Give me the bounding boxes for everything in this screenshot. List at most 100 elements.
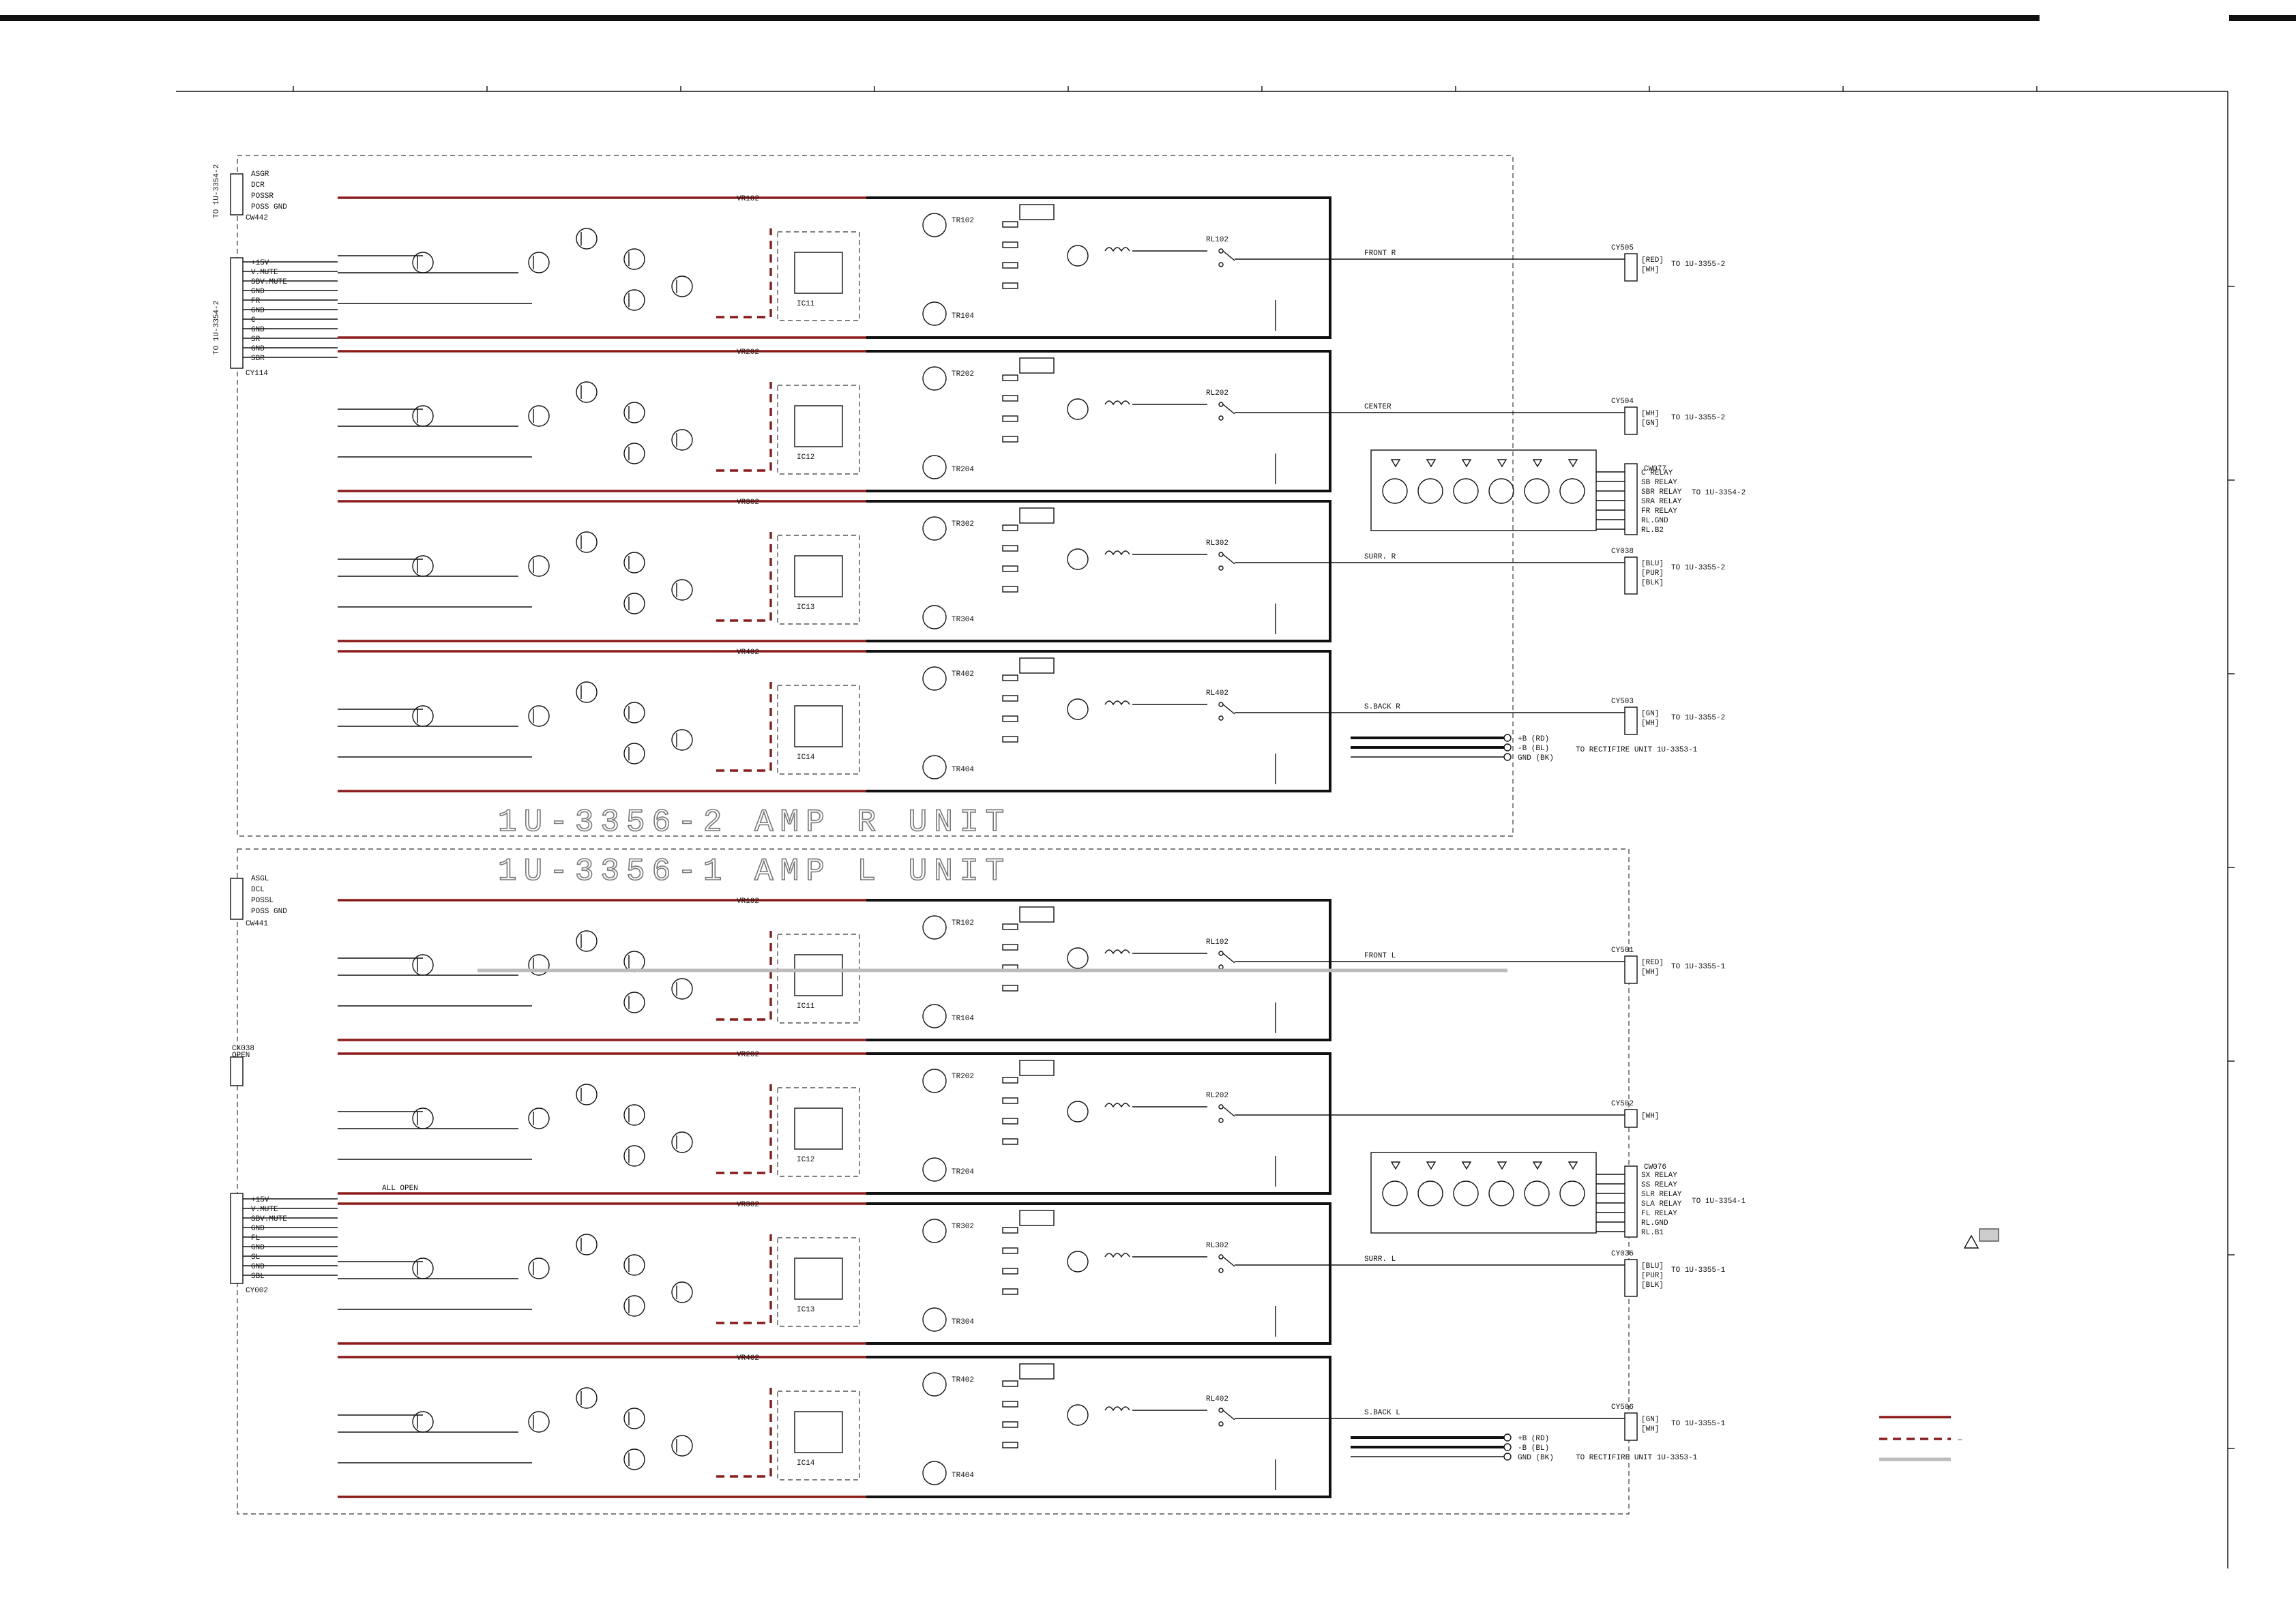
supply-rail-dashed [716,228,772,318]
pin-label: ASGR [251,170,269,179]
relay-driver-transistor [1488,1180,1514,1206]
transistor-symbol [528,1258,550,1279]
transistor-symbol [412,252,434,273]
svg-text:+B (RD): +B (RD) [1518,735,1549,743]
resistor [1002,1097,1018,1104]
transistor-symbol [623,1254,645,1276]
transistor-symbol [623,702,645,724]
transistor-symbol [528,252,550,273]
pin-label: GND [251,1263,265,1271]
transistor-symbol [671,276,693,297]
relay-driver-transistor [1453,478,1479,504]
amp-l-cx-connector: CX038 OPEN [230,1045,254,1086]
ic-block [777,1237,860,1327]
svg-text:CW076: CW076 [1644,1163,1666,1172]
transistor-symbol [528,405,550,427]
transistor-symbol [671,1281,693,1303]
resistor [1002,565,1018,572]
channel-name: FRONT R [1364,250,1396,258]
pin-label: [RED] [1641,256,1664,265]
ic-label: IC11 [797,300,815,308]
diode-icon [1497,1161,1507,1170]
svg-text:GND (BK): GND (BK) [1518,1454,1554,1462]
output-transistor [922,1004,947,1028]
resistor [1002,1380,1018,1387]
relay-contact [1218,248,1224,254]
ic-block [777,1087,860,1177]
pin-label: [BLU] [1641,1262,1664,1270]
pin-label: SL [251,1253,260,1262]
connector-part: CY502 [1611,1100,1634,1108]
diode-icon [1390,1161,1401,1170]
ic-label: IC14 [797,754,815,762]
connector-body [1624,406,1638,435]
transistor-symbol [576,930,598,952]
transistor-symbol [623,992,645,1013]
transistor-symbol [576,1234,598,1255]
ic-label: IC14 [797,1459,815,1468]
relay-pin-label: SLA RELAY [1641,1200,1682,1208]
pin-label: [PUR] [1641,569,1664,578]
diode-icon [1390,459,1401,468]
connector-body [1624,1259,1638,1297]
pin-label: [RED] [1641,959,1664,967]
destination-label: TO 1U-3355-1 [1671,1266,1726,1275]
pin-label: GND [251,345,265,353]
destination-label: TO 1U-3355-2 [1671,564,1725,572]
relay-contact [1218,964,1224,970]
resistor [1002,1401,1018,1408]
connector-body [1624,1109,1638,1128]
supply-rail-dashed [716,682,772,772]
output-transistor [922,213,947,237]
resistor [1002,415,1018,422]
svg-text:TO 1U-3354-2: TO 1U-3354-2 [213,301,221,355]
output-coil [1104,1253,1130,1258]
output-coil [1104,1103,1130,1108]
tr-label: TR204 [952,1168,974,1176]
transistor-symbol [623,552,645,574]
ic-block [777,1391,860,1481]
jumper-block [1019,204,1055,220]
resistor [1002,1138,1018,1145]
relay-arm [1222,953,1235,964]
resistor [1002,524,1018,531]
relay-pin-label: RL.GND [1641,517,1668,525]
output-transistor [922,455,947,479]
relay-arm [1222,1256,1235,1267]
relay-pin-label: SLR RELAY [1641,1191,1682,1199]
transistor-symbol [671,579,693,601]
svg-text:TO 1U-3354-2: TO 1U-3354-2 [1692,489,1746,497]
pin-label: [BLU] [1641,560,1664,568]
relay-arm [1222,704,1235,715]
transistor-symbol [528,555,550,577]
driver-transistor [1067,698,1089,720]
transistor-symbol [528,1107,550,1129]
pin-label: FR [251,297,261,306]
resistor [1002,715,1018,722]
open-note: ALL OPEN [382,1185,418,1193]
pin-label: POSS GND [251,908,287,916]
amp-r-input-connector: TO 1U-3354-2 ASGR DCR POSSR POSS GND CW4… [213,164,287,222]
driver-transistor [1067,947,1089,969]
tr-label: TR304 [952,1318,974,1326]
relay-pin-label: SBR RELAY [1641,488,1682,496]
output-transistor [922,301,947,326]
pin-label: [BLK] [1641,579,1664,587]
vr-label: VR102 [737,897,759,906]
transistor-symbol [623,593,645,614]
relay-contact [1218,415,1224,421]
channel-name: S.BACK L [1364,1409,1400,1417]
sheet-frame [176,86,2235,1568]
destination-label: TO 1U-3355-2 [1671,261,1725,269]
output-rail [866,500,1331,642]
transistor-symbol [623,743,645,764]
resistor [1002,1268,1018,1275]
relay-label: RL202 [1206,1092,1228,1100]
pin-label: [GN] [1641,419,1659,428]
supply-rail-dashed [716,532,772,622]
relay-arm [1222,404,1235,415]
ic-inner [794,1107,843,1150]
